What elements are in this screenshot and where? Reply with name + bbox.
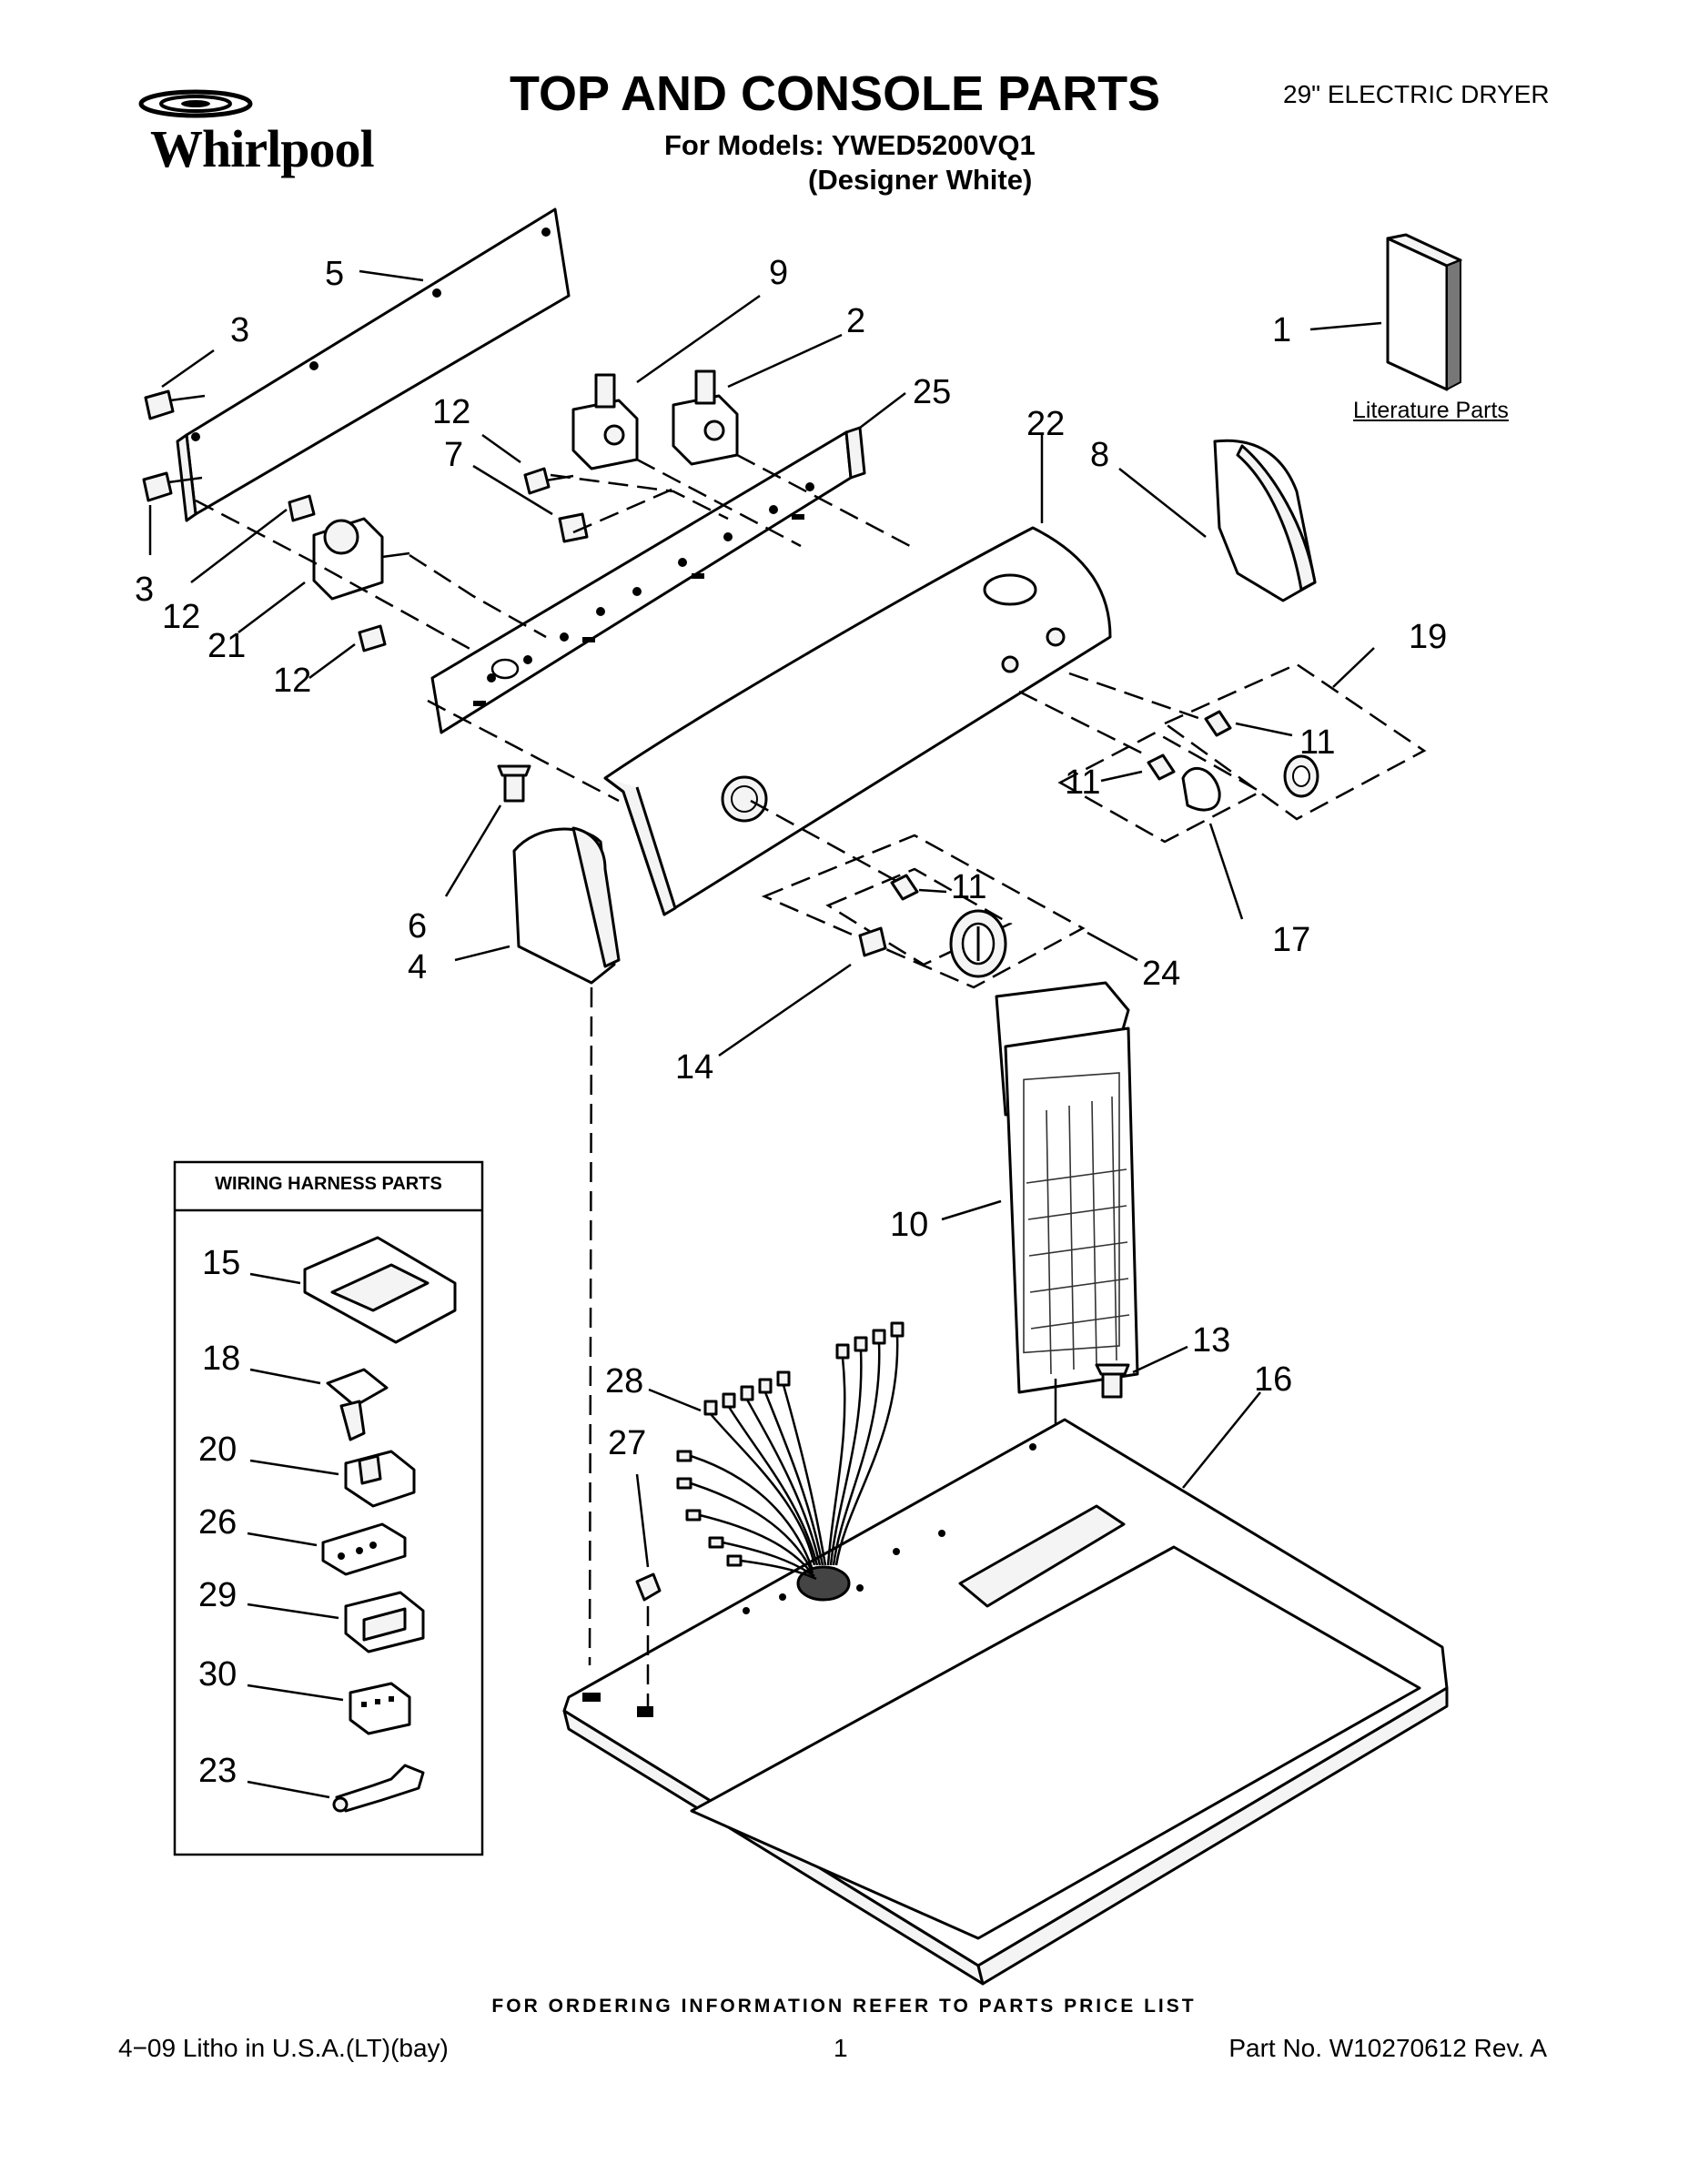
callout-23: 23 <box>198 1752 237 1790</box>
top-panel-16 <box>562 1418 1449 1986</box>
callout-11-middle: 11 <box>1065 763 1100 802</box>
end-cap-4 <box>512 826 621 985</box>
connector-18 <box>326 1368 389 1441</box>
callout-8: 8 <box>1090 436 1109 474</box>
color-line: (Designer White) <box>808 164 1033 196</box>
timer-21 <box>312 517 410 601</box>
lint-screen-10 <box>995 981 1139 1394</box>
screw-12-upper <box>523 467 574 495</box>
literature-parts-label: Literature Parts <box>1353 398 1509 423</box>
callout-6: 6 <box>408 907 427 945</box>
brand-name: Whirlpool <box>150 119 375 178</box>
callout-11-left: 11 <box>951 868 986 906</box>
callout-30: 30 <box>198 1655 237 1694</box>
callout-26: 26 <box>198 1503 237 1542</box>
console-22 <box>603 526 1112 916</box>
switch-9 <box>571 373 639 470</box>
litho-info: 4−09 Litho in U.S.A.(LT)(bay) <box>118 2034 449 2062</box>
callout-15: 15 <box>202 1244 240 1282</box>
clip-27 <box>635 1572 662 1602</box>
screw-13 <box>1095 1363 1130 1399</box>
spring-11-left <box>890 874 919 901</box>
models-line: For Models: YWED5200VQ1 <box>664 129 1036 161</box>
connector-29 <box>344 1591 425 1653</box>
wire-harness-28 <box>676 1321 905 1581</box>
clip-7 <box>558 512 589 543</box>
callout-22: 22 <box>1026 405 1065 443</box>
callout-3-top: 3 <box>230 311 249 349</box>
callout-4: 4 <box>408 948 427 986</box>
callout-28: 28 <box>605 1362 643 1400</box>
callout-5: 5 <box>325 255 344 293</box>
connector-30 <box>349 1682 411 1735</box>
callout-14: 14 <box>675 1048 713 1087</box>
screw-12-middle <box>288 494 316 522</box>
console-rear-panel <box>176 207 571 522</box>
page-number: 1 <box>834 2034 848 2062</box>
screw-3-upper <box>144 389 206 420</box>
callout-7: 7 <box>444 436 463 474</box>
callout-2: 2 <box>846 302 865 340</box>
page-title: TOP AND CONSOLE PARTS <box>510 66 1161 121</box>
literature-booklet <box>1386 233 1462 391</box>
spring-11-right <box>1204 710 1232 737</box>
appliance-type: 29" ELECTRIC DRYER <box>1283 80 1550 108</box>
callout-18: 18 <box>202 1340 240 1378</box>
callout-29: 29 <box>198 1576 237 1614</box>
callout-1: 1 <box>1272 311 1291 349</box>
callout-25: 25 <box>913 373 951 411</box>
callout-11-right: 11 <box>1299 723 1335 762</box>
terminal-23 <box>332 1764 425 1813</box>
callout-21: 21 <box>207 627 246 665</box>
connector-26 <box>321 1522 407 1576</box>
callout-27: 27 <box>608 1424 646 1462</box>
knob-17 <box>1181 766 1221 812</box>
ordering-note: FOR ORDERING INFORMATION REFER TO PARTS … <box>491 1996 1197 2017</box>
end-cap-8 <box>1213 439 1317 602</box>
harness-box-title: WIRING HARNESS PARTS <box>215 1174 442 1194</box>
callout-16: 16 <box>1254 1360 1292 1399</box>
callout-20: 20 <box>198 1431 237 1469</box>
swirl-logo-icon <box>138 89 253 118</box>
callout-19: 19 <box>1409 618 1447 656</box>
callout-13: 13 <box>1192 1321 1230 1360</box>
whirlpool-logo: Whirlpool <box>132 84 391 184</box>
callout-9: 9 <box>769 254 788 292</box>
screw-14 <box>858 926 887 957</box>
knob-24 <box>949 909 1007 978</box>
callout-17: 17 <box>1272 921 1310 959</box>
callout-10: 10 <box>890 1206 928 1244</box>
wiring-harness-box <box>173 1160 484 1856</box>
callout-12-c: 12 <box>273 662 311 700</box>
spring-11-middle <box>1147 753 1176 781</box>
callout-3-bottom: 3 <box>135 571 154 609</box>
part-number: Part No. W10270612 Rev. A <box>1228 2034 1547 2062</box>
callout-24: 24 <box>1142 955 1180 993</box>
connector-20 <box>344 1450 416 1508</box>
switch-2 <box>672 369 739 466</box>
console-bracket <box>430 426 866 734</box>
screw-12-lower <box>358 624 387 652</box>
callout-12-b: 12 <box>162 598 200 636</box>
callout-12-a: 12 <box>432 393 470 431</box>
connector-15 <box>303 1236 457 1344</box>
screw-6 <box>497 764 531 803</box>
knob-19 <box>1283 754 1319 798</box>
screw-3-lower <box>142 471 203 502</box>
